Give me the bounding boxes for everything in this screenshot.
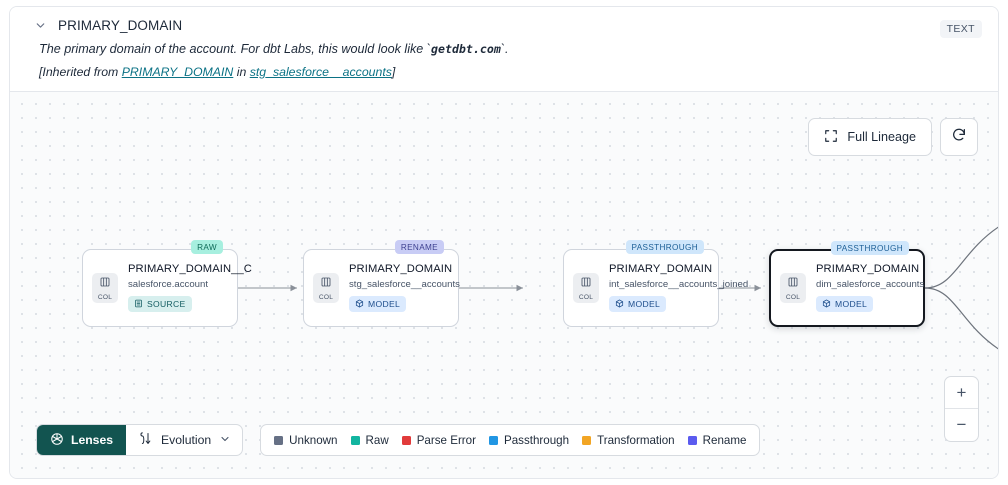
legend-item[interactable]: Parse Error xyxy=(401,433,476,447)
column-type-icon: COL xyxy=(92,273,118,303)
full-lineage-label: Full Lineage xyxy=(847,130,916,144)
evolution-dropdown[interactable]: Evolution xyxy=(126,425,242,455)
node-body: PRIMARY_DOMAIN dim_salesforce_accounts M… xyxy=(806,263,924,313)
legend-item[interactable]: Raw xyxy=(350,433,389,447)
legend-swatch xyxy=(274,435,284,445)
inherited-model-link[interactable]: stg_salesforce__accounts xyxy=(249,65,392,79)
node-kind-badge: MODEL xyxy=(609,296,667,313)
lenses-label: Lenses xyxy=(71,433,114,447)
legend-item[interactable]: Unknown xyxy=(274,433,338,447)
legend-label: Rename xyxy=(702,433,747,447)
lineage-node[interactable]: RENAME COL PRIMARY_DOMAIN stg_salesforce… xyxy=(303,240,460,327)
col-label: COL xyxy=(578,294,594,301)
node-table-name: salesforce.account xyxy=(128,279,208,291)
column-detail-panel: PRIMARY_DOMAIN TEXT The primary domain o… xyxy=(9,6,999,479)
legend-swatch xyxy=(488,435,498,445)
lineage-node[interactable]: PASSTHROUGH COL PRIMARY_DOMAIN int_sales… xyxy=(563,240,748,327)
legend-label: Transformation xyxy=(597,433,675,447)
node-kind-badge: MODEL xyxy=(349,296,407,313)
aperture-icon xyxy=(50,432,64,449)
node-lens-tag: PASSTHROUGH xyxy=(625,240,704,254)
col-label: COL xyxy=(97,294,113,301)
columns-icon xyxy=(99,275,111,293)
lineage-canvas[interactable]: Full Lineage RAW COL PRIMARY_DOMAIN__C s… xyxy=(10,92,998,478)
chevron-down-icon xyxy=(219,433,231,448)
node-column-name: PRIMARY_DOMAIN xyxy=(816,263,920,276)
evolution-icon xyxy=(138,431,153,449)
node-kind-label: SOURCE xyxy=(147,299,186,310)
legend-item[interactable]: Transformation xyxy=(582,434,675,447)
inherited-suffix: ] xyxy=(391,65,396,79)
lenses-evolution-group: Lenses Evolution xyxy=(36,424,244,456)
columns-icon xyxy=(787,275,799,293)
node-kind-badge: SOURCE xyxy=(128,296,192,313)
inherited-column-link[interactable]: PRIMARY_DOMAIN xyxy=(121,65,234,79)
zoom-out-button[interactable]: − xyxy=(956,415,967,434)
cube-icon xyxy=(355,299,364,310)
evolution-label: Evolution xyxy=(161,433,212,447)
columns-icon xyxy=(320,275,332,293)
legend-item[interactable]: Passthrough xyxy=(488,433,570,447)
lenses-button[interactable]: Lenses xyxy=(37,425,127,455)
node-table-name: int_salesforce__accounts_joined xyxy=(609,279,749,291)
column-type-icon: COL xyxy=(780,273,806,303)
lineage-legend: Unknown Raw Parse Error Passthrough Tran… xyxy=(260,424,761,456)
panel-header: PRIMARY_DOMAIN TEXT The primary domain o… xyxy=(10,7,998,92)
description-text: The primary domain of the account. For d… xyxy=(39,42,431,56)
node-column-name: PRIMARY_DOMAIN xyxy=(349,263,453,276)
legend-swatch xyxy=(401,435,411,445)
legend-label: Parse Error xyxy=(416,433,476,447)
cube-icon xyxy=(822,299,831,310)
node-table-name: stg_salesforce__accounts xyxy=(349,279,460,291)
legend-label: Passthrough xyxy=(503,433,570,447)
database-icon xyxy=(134,299,143,310)
legend-swatch xyxy=(582,435,592,445)
legend-label: Unknown xyxy=(289,433,338,447)
description-text-end: `. xyxy=(500,42,509,56)
node-kind-label: MODEL xyxy=(628,299,661,310)
legend-swatch xyxy=(350,435,360,445)
cube-icon xyxy=(615,299,624,310)
columns-icon xyxy=(580,275,592,293)
node-column-name: PRIMARY_DOMAIN__C xyxy=(128,263,252,276)
node-body: PRIMARY_DOMAIN int_salesforce__accounts_… xyxy=(599,263,748,313)
legend-swatch xyxy=(687,435,697,445)
column-description: The primary domain of the account. For d… xyxy=(10,33,998,58)
node-kind-label: MODEL xyxy=(368,299,401,310)
node-lens-tag: RENAME xyxy=(394,240,444,254)
full-lineage-button[interactable]: Full Lineage xyxy=(808,118,932,156)
inherited-mid: in xyxy=(233,65,250,79)
type-badge: TEXT xyxy=(939,20,982,38)
column-type-icon: COL xyxy=(573,273,599,303)
node-kind-badge: MODEL xyxy=(816,296,874,313)
refresh-icon xyxy=(951,127,967,148)
node-kind-label: MODEL xyxy=(835,299,868,310)
chevron-down-icon[interactable] xyxy=(33,19,47,33)
node-lens-tag: RAW xyxy=(191,240,223,254)
expand-icon xyxy=(824,129,838,146)
refresh-button[interactable] xyxy=(940,118,978,156)
inherited-from-note: [Inherited from PRIMARY_DOMAIN in stg_sa… xyxy=(10,58,998,79)
legend-label: Raw xyxy=(365,433,389,447)
node-column-name: PRIMARY_DOMAIN xyxy=(609,263,713,276)
legend-item[interactable]: Rename xyxy=(687,433,747,447)
description-code: getdbt.com xyxy=(431,42,501,56)
col-label: COL xyxy=(785,294,801,301)
page-title: PRIMARY_DOMAIN xyxy=(58,18,183,33)
node-table-name: dim_salesforce_accounts xyxy=(816,279,925,291)
node-body: PRIMARY_DOMAIN stg_salesforce__accounts … xyxy=(339,263,460,313)
zoom-controls: + − xyxy=(944,376,979,442)
inherited-prefix: [Inherited from xyxy=(39,65,122,79)
col-label: COL xyxy=(318,294,334,301)
node-lens-tag: PASSTHROUGH xyxy=(830,241,909,255)
column-type-icon: COL xyxy=(313,273,339,303)
canvas-top-controls: Full Lineage xyxy=(808,118,978,156)
canvas-bottom-bar: Lenses Evolution Un xyxy=(36,424,761,456)
zoom-in-button[interactable]: + xyxy=(945,377,978,409)
lineage-node[interactable]: PASSTHROUGH COL PRIMARY_DOMAIN dim_sales… xyxy=(769,241,925,327)
node-body: PRIMARY_DOMAIN__C salesforce.account SOU… xyxy=(118,263,252,313)
lineage-node[interactable]: RAW COL PRIMARY_DOMAIN__C salesforce.acc… xyxy=(82,240,252,327)
